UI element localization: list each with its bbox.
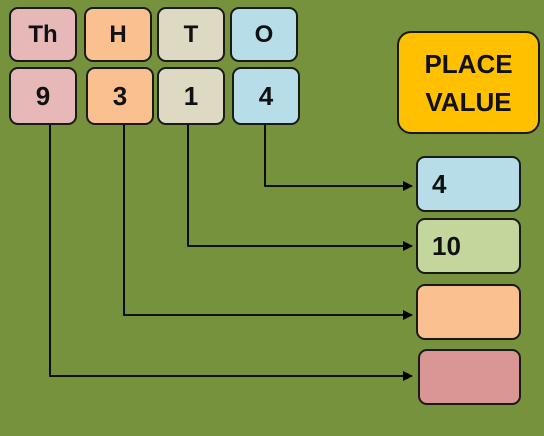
digit-thousands: 9 bbox=[9, 67, 77, 125]
digit-thousands-value: 9 bbox=[35, 80, 51, 111]
result-tens: 10 bbox=[416, 218, 521, 274]
digit-hundreds: 3 bbox=[86, 67, 154, 125]
header-tens: T bbox=[157, 7, 225, 62]
result-hundreds bbox=[416, 284, 521, 340]
arrow-ones-to-result bbox=[264, 125, 413, 191]
place-value-title-box: PLACE VALUE bbox=[397, 31, 540, 134]
header-hundreds: H bbox=[84, 7, 152, 62]
digit-ones: 4 bbox=[232, 67, 300, 125]
header-hundreds-label: H bbox=[109, 20, 127, 48]
arrow-thousands-to-result bbox=[49, 125, 413, 381]
arrow-hundreds-to-result bbox=[123, 125, 413, 320]
result-tens-value: 10 bbox=[432, 230, 461, 261]
digit-tens: 1 bbox=[157, 67, 225, 125]
digit-ones-value: 4 bbox=[258, 80, 274, 111]
result-ones-value: 4 bbox=[432, 168, 447, 199]
header-tens-label: T bbox=[183, 20, 199, 48]
place-value-title-line1: PLACE bbox=[424, 48, 513, 79]
place-value-title-line2: VALUE bbox=[425, 86, 512, 117]
header-thousands: Th bbox=[9, 7, 77, 62]
header-thousands-label: Th bbox=[28, 20, 58, 48]
digit-tens-value: 1 bbox=[183, 80, 199, 111]
header-ones: O bbox=[230, 7, 298, 62]
result-ones: 4 bbox=[416, 156, 521, 212]
header-ones-label: O bbox=[254, 20, 274, 48]
result-thousands bbox=[418, 349, 521, 405]
arrow-tens-to-result bbox=[187, 125, 413, 251]
digit-hundreds-value: 3 bbox=[112, 80, 128, 111]
